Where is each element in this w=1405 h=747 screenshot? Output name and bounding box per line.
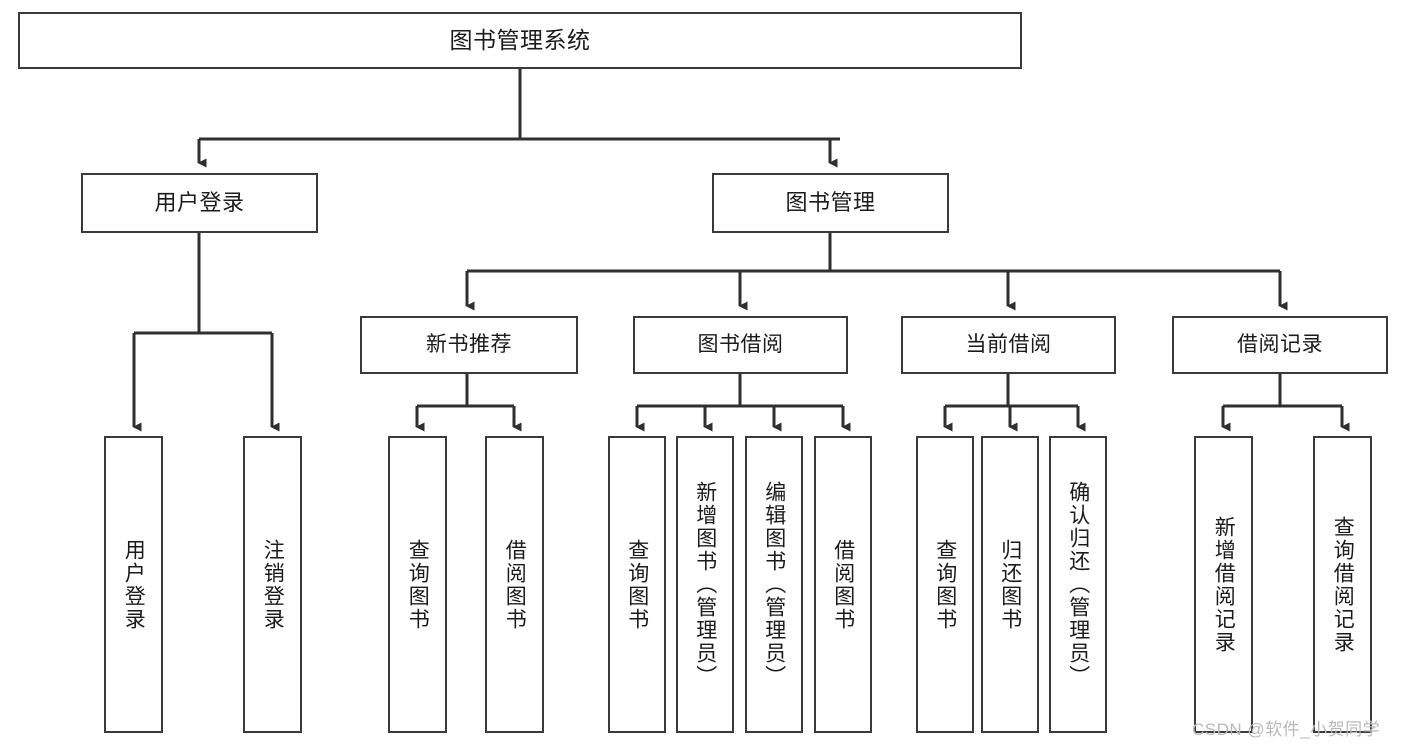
- node-label: 图书管理系统: [449, 26, 591, 53]
- node-label: 当前借阅: [965, 332, 1052, 356]
- node-user-login[interactable]: 用户登录: [81, 173, 318, 233]
- node-book-borrow[interactable]: 图书借阅: [633, 316, 848, 374]
- node-label: 查询图书: [933, 538, 957, 631]
- leaf-recommend-borrow-book[interactable]: 借阅图书: [485, 436, 544, 733]
- leaf-recommend-query-book[interactable]: 查询图书: [388, 436, 447, 733]
- node-label: 借阅图书: [831, 538, 855, 631]
- watermark-text: CSDN @软件_小贺同学: [1192, 720, 1381, 739]
- leaf-borrow-edit-book-admin[interactable]: 编辑图书（管理员）: [745, 436, 803, 733]
- node-label: 新书推荐: [426, 332, 512, 356]
- node-label: 注销登录: [261, 538, 285, 631]
- leaf-current-query-book[interactable]: 查询图书: [916, 436, 974, 733]
- node-new-book-recommend[interactable]: 新书推荐: [360, 316, 578, 374]
- node-label: 确认归还（管理员）: [1066, 481, 1090, 688]
- leaf-borrow-query-book[interactable]: 查询图书: [608, 436, 666, 733]
- leaf-current-confirm-return-admin[interactable]: 确认归还（管理员）: [1049, 436, 1107, 733]
- node-label: 查询图书: [406, 538, 430, 631]
- node-current-borrow[interactable]: 当前借阅: [901, 316, 1116, 374]
- node-label: 用户登录: [122, 538, 146, 631]
- node-label: 新增借阅记录: [1212, 515, 1236, 654]
- leaf-user-login[interactable]: 用户登录: [104, 436, 163, 733]
- leaf-record-query-record[interactable]: 查询借阅记录: [1313, 436, 1372, 733]
- node-label: 新增图书（管理员）: [693, 481, 717, 688]
- node-label: 借阅图书: [503, 538, 527, 631]
- node-label: 编辑图书（管理员）: [762, 481, 786, 688]
- node-label: 查询图书: [625, 538, 649, 631]
- leaf-current-return-book[interactable]: 归还图书: [981, 436, 1039, 733]
- node-label: 图书管理: [785, 190, 876, 216]
- leaf-borrow-borrow-book[interactable]: 借阅图书: [814, 436, 872, 733]
- node-label: 归还图书: [998, 538, 1022, 631]
- leaf-record-add-record[interactable]: 新增借阅记录: [1194, 436, 1253, 733]
- node-label: 用户登录: [154, 190, 245, 216]
- node-label: 图书借阅: [697, 332, 784, 356]
- node-label: 查询借阅记录: [1331, 515, 1355, 654]
- leaf-user-logout[interactable]: 注销登录: [243, 436, 302, 733]
- node-book-management[interactable]: 图书管理: [712, 173, 949, 233]
- node-label: 借阅记录: [1237, 332, 1323, 356]
- node-borrow-record[interactable]: 借阅记录: [1172, 316, 1388, 374]
- node-root-system[interactable]: 图书管理系统: [18, 12, 1022, 69]
- leaf-borrow-add-book-admin[interactable]: 新增图书（管理员）: [676, 436, 734, 733]
